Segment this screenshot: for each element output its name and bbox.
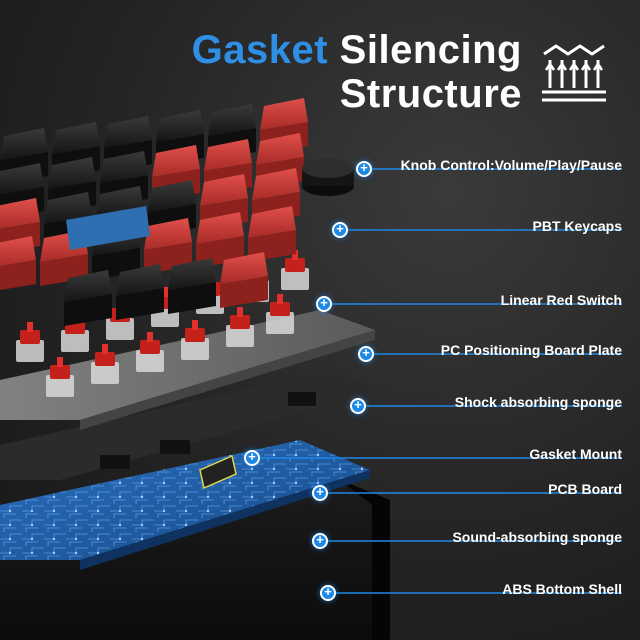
keycap (116, 264, 164, 320)
volume-knob (302, 158, 354, 196)
gasket-spring-icon (542, 44, 606, 102)
callout-marker-switch[interactable]: + (316, 296, 332, 312)
headline-line2: Structure (339, 72, 522, 116)
red-switch (281, 250, 309, 290)
headline-line1: Silencing (328, 28, 522, 72)
red-switch (61, 312, 89, 352)
callout-marker-shock-sponge[interactable]: + (350, 398, 366, 414)
red-switch (181, 320, 209, 360)
red-switch (46, 357, 74, 397)
red-switch (136, 332, 164, 372)
artisan-keycap (66, 206, 150, 250)
red-switch (16, 322, 44, 362)
callout-marker-pcb[interactable]: + (312, 485, 328, 501)
shock-sponge-layer (0, 370, 380, 480)
red-switch (266, 294, 294, 334)
callout-marker-shell[interactable]: + (320, 585, 336, 601)
callout-label-knob: Knob Control:Volume/Play/Pause (400, 157, 622, 173)
pcb-board (0, 440, 370, 570)
callout-label-shock-sponge: Shock absorbing sponge (454, 394, 622, 410)
callout-label-switch: Linear Red Switch (500, 292, 622, 308)
callout-marker-keycaps[interactable]: + (332, 222, 348, 238)
pbt-keycaps (0, 98, 308, 326)
keycap (220, 252, 268, 308)
keycap (168, 258, 216, 314)
abs-bottom-shell (0, 480, 390, 640)
callout-marker-knob[interactable]: + (356, 161, 372, 177)
pc-positioning-plate (0, 310, 375, 430)
linear-red-switches (16, 250, 309, 397)
callout-marker-gasket[interactable]: + (244, 450, 260, 466)
red-switch (91, 344, 119, 384)
callout-marker-plate[interactable]: + (358, 346, 374, 362)
keycap (64, 270, 112, 326)
callout-marker-sound-sponge[interactable]: + (312, 533, 328, 549)
gasket-mount-pad (199, 454, 237, 490)
callout-label-keycaps: PBT Keycaps (532, 218, 622, 234)
headline-accent: Gasket (191, 28, 329, 72)
red-switch (226, 307, 254, 347)
keycap (248, 206, 296, 262)
callout-label-sound-sponge: Sound-absorbing sponge (452, 529, 622, 545)
keycap (0, 236, 36, 290)
callout-label-gasket: Gasket Mount (529, 446, 622, 462)
headline: Gasket Silencing Structure (192, 28, 522, 116)
callout-label-shell: ABS Bottom Shell (502, 581, 622, 597)
callout-label-plate: PC Positioning Board Plate (440, 342, 622, 358)
callout-label-pcb: PCB Board (548, 481, 622, 497)
